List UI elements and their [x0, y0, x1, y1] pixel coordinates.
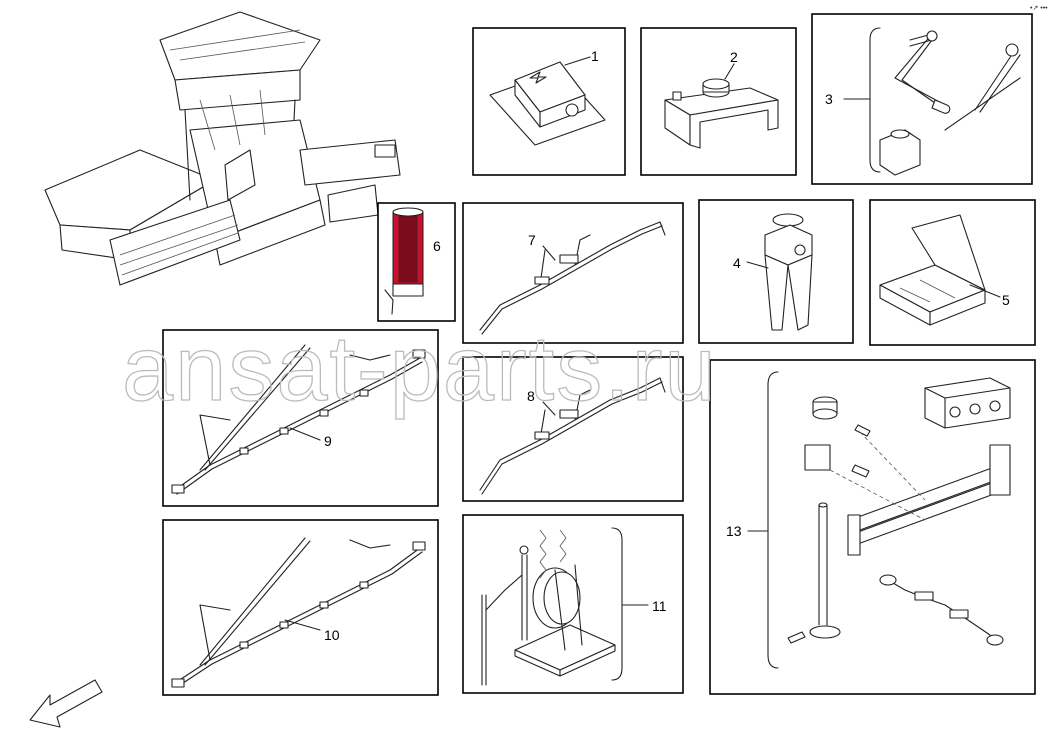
part-7-harness-drawing	[479, 221, 666, 335]
part-13-mount-kit-drawing	[787, 377, 1011, 646]
part-box-1	[472, 27, 626, 176]
part-label-8: 8	[527, 388, 535, 404]
part-box-6	[377, 202, 456, 322]
part-box-10	[162, 519, 439, 696]
part-2-bracket-drawing	[664, 78, 779, 149]
part-11-reel-stand-drawing	[481, 529, 616, 686]
part-box-2	[640, 27, 797, 176]
part-6-battery-drawing	[384, 207, 424, 315]
paver-machine-drawing	[44, 11, 401, 286]
part-1-sensor-drawing	[489, 61, 606, 146]
watermark: ansat-parts.ru	[122, 318, 718, 420]
part-label-6: 6	[433, 238, 441, 254]
part-label-13: 13	[726, 523, 742, 539]
part-3-crank-drawing	[879, 30, 1021, 176]
part-label-5: 5	[1002, 292, 1010, 308]
part-box-9	[162, 329, 439, 507]
part-box-11	[462, 514, 684, 694]
part-5-case-drawing	[879, 214, 986, 326]
part-box-8	[462, 356, 684, 502]
part-label-10: 10	[324, 627, 340, 643]
part-label-7: 7	[528, 232, 536, 248]
part-4-sensor-mount-drawing	[764, 213, 813, 331]
part-label-4: 4	[733, 255, 741, 271]
part-label-11: 11	[652, 598, 667, 614]
part-box-13	[709, 359, 1036, 695]
part-label-2: 2	[730, 49, 738, 65]
corner-mark: •↗ •••	[1030, 5, 1048, 12]
part-label-3: 3	[825, 91, 833, 107]
part-9-harness-drawing	[171, 344, 426, 495]
part-label-1: 1	[591, 48, 599, 64]
direction-arrow-icon	[29, 679, 103, 728]
part-8-harness-drawing	[479, 377, 666, 495]
part-label-9: 9	[324, 433, 332, 449]
part-box-5	[869, 199, 1036, 346]
part-box-7	[462, 202, 684, 344]
part-box-3	[811, 13, 1033, 185]
part-box-4	[698, 199, 854, 344]
part-10-harness-drawing	[171, 537, 426, 688]
